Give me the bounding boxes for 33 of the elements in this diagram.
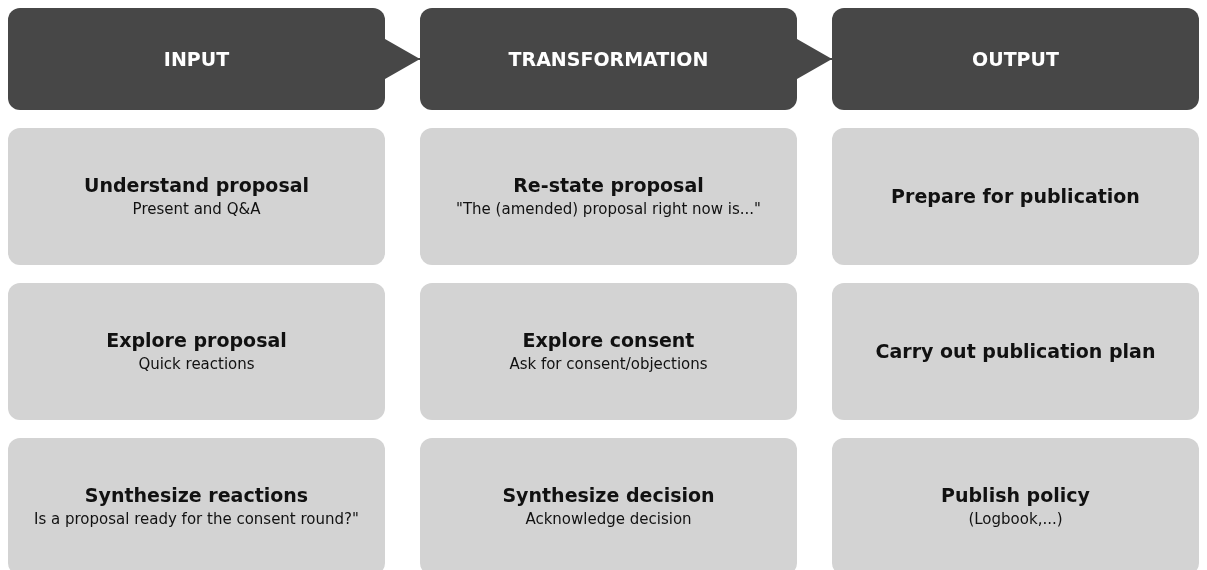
step-card	[832, 283, 1199, 420]
chevron-arrow	[796, 39, 833, 79]
header-title: TRANSFORMATION	[508, 48, 709, 70]
step-description: Present and Q&A	[132, 199, 261, 221]
header-title: OUTPUT	[972, 48, 1059, 70]
step-card	[420, 438, 797, 570]
stage-header	[8, 8, 385, 110]
step-title: Explore consent	[522, 327, 695, 353]
step-description: Quick reactions	[138, 354, 255, 376]
step-card	[420, 128, 797, 265]
step-title: Carry out publication plan	[875, 339, 1156, 364]
step-card	[8, 128, 385, 265]
step-title: Explore proposal	[106, 327, 287, 353]
step-description: Acknowledge decision	[525, 509, 692, 531]
step-card	[832, 128, 1199, 265]
stage-header	[420, 8, 797, 110]
step-description: "The (amended) proposal right now is..."	[456, 199, 761, 221]
step-description: Is a proposal ready for the consent round?"	[34, 509, 359, 531]
step-title: Re-state proposal	[513, 172, 704, 198]
step-card	[8, 283, 385, 420]
stage-header	[832, 8, 1199, 110]
step-title: Synthesize decision	[502, 482, 715, 508]
chevron-arrow	[384, 39, 421, 79]
step-description: (Logbook,...)	[968, 509, 1063, 531]
step-card	[8, 438, 385, 570]
step-card	[420, 283, 797, 420]
step-title: Prepare for publication	[891, 184, 1140, 209]
header-title: INPUT	[163, 48, 230, 70]
step-title: Synthesize reactions	[84, 482, 309, 508]
step-title: Publish policy	[941, 482, 1090, 508]
step-card	[832, 438, 1199, 570]
step-description: Ask for consent/objections	[509, 354, 708, 376]
step-title: Understand proposal	[83, 172, 310, 198]
